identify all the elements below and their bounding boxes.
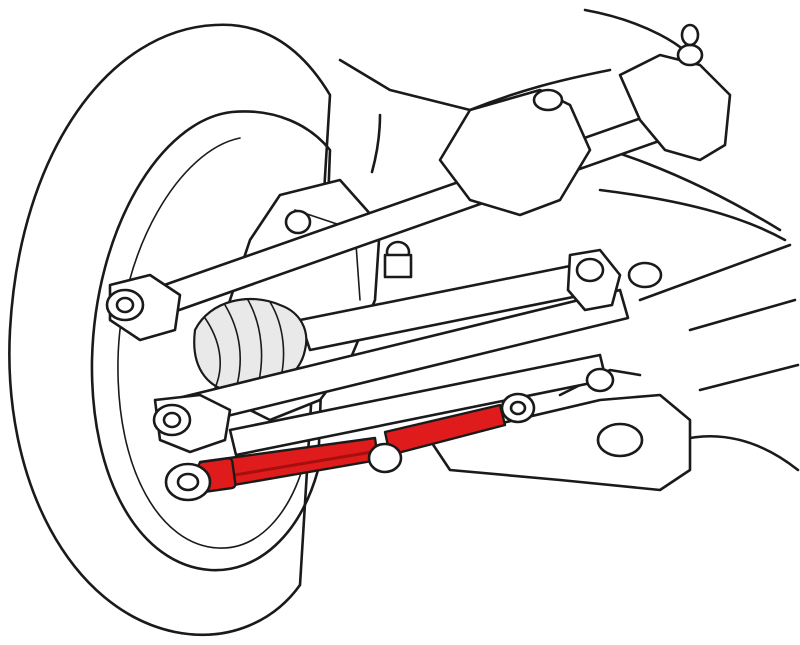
lower-control-arm [428,368,692,492]
upper-frame-line [338,58,472,112]
toe-arm-icon [197,403,507,493]
tire-inner-edge [90,110,332,572]
lower-link-outer-bolt [585,367,615,393]
middle-link-bolt [162,411,182,429]
frame-post [370,113,382,174]
subframe-edge-2 [688,298,797,332]
drive-axle [193,260,600,394]
outer-nut [627,261,663,289]
knuckle-bolt-block [383,253,413,279]
toe-arm-center-bushing [367,442,403,474]
toe-arm-outer-bolt [509,400,527,416]
upper-link [108,23,732,342]
upper-link-bracket [618,53,732,162]
boot-rib-1 [204,317,221,389]
spring-seat-nut [532,88,564,112]
knuckle-bolt-top [284,209,312,235]
rim-edge [117,137,306,549]
lower-arm-hole [596,422,644,458]
toe-arm-inner-bolt [176,472,200,492]
tire-outer [8,23,332,637]
frame-rail-2 [598,188,787,242]
subframe-edge [638,243,792,302]
upper-frame-line-2 [468,68,612,112]
bushings [105,209,615,502]
upper-stud [676,43,704,67]
tire-icon [8,23,332,637]
subframe-edge-3 [698,363,800,392]
upper-link-bolt [115,296,135,314]
lower-arm-plate [428,393,692,492]
cv-boot [193,297,308,394]
middle-link-outer-bolt [575,257,605,283]
subframe-curve [678,434,800,472]
spring-seat [438,88,592,217]
upper-stud-tip [680,23,700,47]
